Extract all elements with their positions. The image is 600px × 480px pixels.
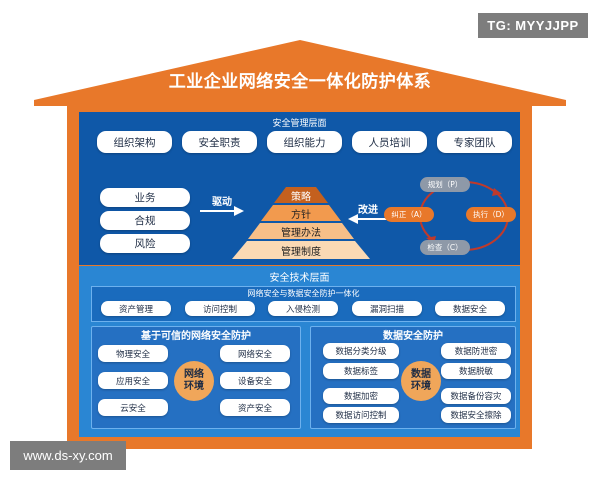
pyramid-level-policy: 方针 bbox=[291, 210, 311, 221]
driver-business: 业务 bbox=[100, 188, 190, 207]
cycle-node-plan: 规划（P） bbox=[420, 177, 470, 192]
driver-compliance: 合规 bbox=[100, 211, 190, 230]
mgmt-item-expert-team: 专家团队 bbox=[437, 131, 512, 153]
pyramid-level-methods: 管理办法 bbox=[281, 228, 321, 239]
network-environment-label: 网络环境 bbox=[184, 369, 204, 392]
network-security-title: 基于可信的网络安全防护 bbox=[141, 331, 251, 342]
tech-item-intrusion-detection: 入侵检测 bbox=[268, 301, 338, 316]
tech-item-data-security: 数据安全 bbox=[435, 301, 505, 316]
pyramid-level-rules: 管理制度 bbox=[281, 247, 321, 258]
data-item-erasure: 数据安全擦除 bbox=[441, 407, 511, 423]
cycle-node-check: 检查（C） bbox=[420, 240, 470, 255]
data-item-labeling: 数据标签 bbox=[323, 363, 399, 379]
integration-title: 网络安全与数据安全防护一体化 bbox=[247, 289, 360, 298]
net-item-asset: 资产安全 bbox=[220, 399, 290, 416]
policy-pyramid bbox=[232, 187, 370, 259]
cycle-node-do: 执行（D） bbox=[466, 207, 516, 222]
drive-label: 驱动 bbox=[212, 197, 232, 208]
mgmt-item-org-structure: 组织架构 bbox=[97, 131, 172, 153]
watermark-bottom: www.ds-xy.com bbox=[10, 441, 126, 470]
drive-arrow-icon bbox=[200, 206, 244, 216]
improve-label: 改进 bbox=[358, 205, 378, 216]
cycle-node-act: 纠正（A） bbox=[384, 207, 434, 222]
net-item-network: 网络安全 bbox=[220, 345, 290, 362]
management-layer-title: 安全管理层面 bbox=[272, 119, 327, 129]
network-environment-circle: 网络环境 bbox=[174, 361, 214, 401]
data-item-backup: 数据备份容灾 bbox=[441, 388, 511, 404]
net-item-physical: 物理安全 bbox=[98, 345, 168, 362]
tech-item-vuln-scan: 漏洞扫描 bbox=[352, 301, 422, 316]
net-item-cloud: 云安全 bbox=[98, 399, 168, 416]
watermark-top: TG: MYYJJPP bbox=[478, 13, 588, 38]
pyramid-level-strategy: 策略 bbox=[291, 192, 311, 203]
mgmt-item-org-capability: 组织能力 bbox=[267, 131, 342, 153]
data-item-masking: 数据脱敏 bbox=[441, 363, 511, 379]
data-item-classification: 数据分类分级 bbox=[323, 343, 399, 359]
net-item-application: 应用安全 bbox=[98, 372, 168, 389]
mgmt-item-staff-training: 人员培训 bbox=[352, 131, 427, 153]
page-title: 工业企业网络安全一体化防护体系 bbox=[168, 72, 432, 92]
data-item-encryption: 数据加密 bbox=[323, 388, 399, 404]
data-item-access-control: 数据访问控制 bbox=[323, 407, 399, 423]
technology-layer-title: 安全技术层面 bbox=[269, 273, 330, 284]
data-item-leak-prevention: 数据防泄密 bbox=[441, 343, 511, 359]
net-item-device: 设备安全 bbox=[220, 372, 290, 389]
data-environment-circle: 数据环境 bbox=[401, 361, 441, 401]
tech-item-asset-mgmt: 资产管理 bbox=[101, 301, 171, 316]
data-environment-label: 数据环境 bbox=[411, 369, 431, 392]
tech-item-access-control: 访问控制 bbox=[185, 301, 255, 316]
mgmt-item-security-duty: 安全职责 bbox=[182, 131, 257, 153]
driver-risk: 风险 bbox=[100, 234, 190, 253]
roof bbox=[34, 40, 566, 106]
data-security-title: 数据安全防护 bbox=[383, 331, 443, 342]
